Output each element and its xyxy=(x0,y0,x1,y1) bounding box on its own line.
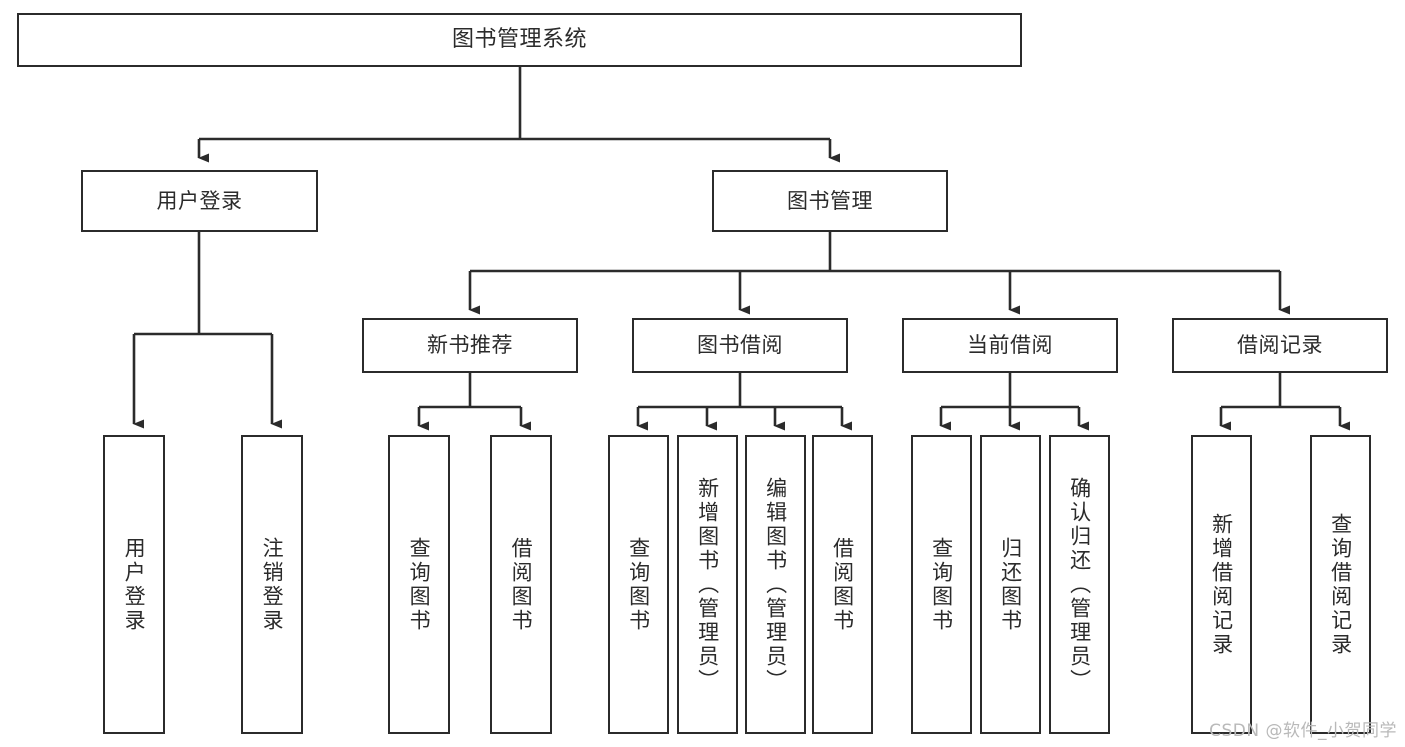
node-leaf-add-record-label: 新增借阅记录 xyxy=(1209,512,1234,657)
node-leaf-add-record[interactable]: 新增借阅记录 xyxy=(1191,435,1252,734)
node-book-management-label: 图书管理 xyxy=(787,188,873,213)
node-leaf-query-record-label: 查询借阅记录 xyxy=(1328,512,1353,657)
node-leaf-return-book-label: 归还图书 xyxy=(998,536,1023,633)
node-leaf-logout-login[interactable]: 注销登录 xyxy=(241,435,303,734)
node-leaf-query-book-3-label: 查询图书 xyxy=(929,536,954,633)
node-leaf-confirm-return[interactable]: 确认归还（管理员） xyxy=(1049,435,1110,734)
node-leaf-add-book-label: 新增图书（管理员） xyxy=(695,476,720,693)
node-leaf-return-book[interactable]: 归还图书 xyxy=(980,435,1041,734)
node-leaf-logout-login-label: 注销登录 xyxy=(260,536,285,633)
node-current-borrow[interactable]: 当前借阅 xyxy=(902,318,1118,373)
node-leaf-user-login-label: 用户登录 xyxy=(122,536,147,633)
watermark-text: CSDN @软件_小贺同学 xyxy=(1209,721,1397,741)
node-leaf-add-book[interactable]: 新增图书（管理员） xyxy=(677,435,738,734)
node-leaf-borrow-book-2-label: 借阅图书 xyxy=(830,536,855,633)
node-book-borrow[interactable]: 图书借阅 xyxy=(632,318,848,373)
node-book-management[interactable]: 图书管理 xyxy=(712,170,948,232)
node-leaf-edit-book[interactable]: 编辑图书（管理员） xyxy=(745,435,806,734)
node-current-borrow-label: 当前借阅 xyxy=(967,333,1053,358)
node-leaf-query-book-3[interactable]: 查询图书 xyxy=(911,435,972,734)
node-leaf-query-book-2[interactable]: 查询图书 xyxy=(608,435,669,734)
node-user-login-label: 用户登录 xyxy=(156,188,243,213)
node-root[interactable]: 图书管理系统 xyxy=(17,13,1022,67)
node-leaf-query-book-1-label: 查询图书 xyxy=(407,536,432,633)
node-leaf-query-record[interactable]: 查询借阅记录 xyxy=(1310,435,1371,734)
node-new-book-recommend[interactable]: 新书推荐 xyxy=(362,318,578,373)
node-leaf-borrow-book-1-label: 借阅图书 xyxy=(509,536,534,633)
node-leaf-user-login[interactable]: 用户登录 xyxy=(103,435,165,734)
node-leaf-query-book-2-label: 查询图书 xyxy=(626,536,651,633)
node-leaf-borrow-book-1[interactable]: 借阅图书 xyxy=(490,435,552,734)
node-root-label: 图书管理系统 xyxy=(451,27,587,53)
node-leaf-query-book-1[interactable]: 查询图书 xyxy=(388,435,450,734)
node-book-borrow-label: 图书借阅 xyxy=(697,333,783,358)
node-user-login[interactable]: 用户登录 xyxy=(81,170,318,232)
node-leaf-borrow-book-2[interactable]: 借阅图书 xyxy=(812,435,873,734)
node-leaf-edit-book-label: 编辑图书（管理员） xyxy=(763,476,788,693)
node-borrow-record[interactable]: 借阅记录 xyxy=(1172,318,1388,373)
node-borrow-record-label: 借阅记录 xyxy=(1237,333,1323,358)
node-new-book-recommend-label: 新书推荐 xyxy=(427,333,513,358)
node-leaf-confirm-return-label: 确认归还（管理员） xyxy=(1067,476,1092,693)
